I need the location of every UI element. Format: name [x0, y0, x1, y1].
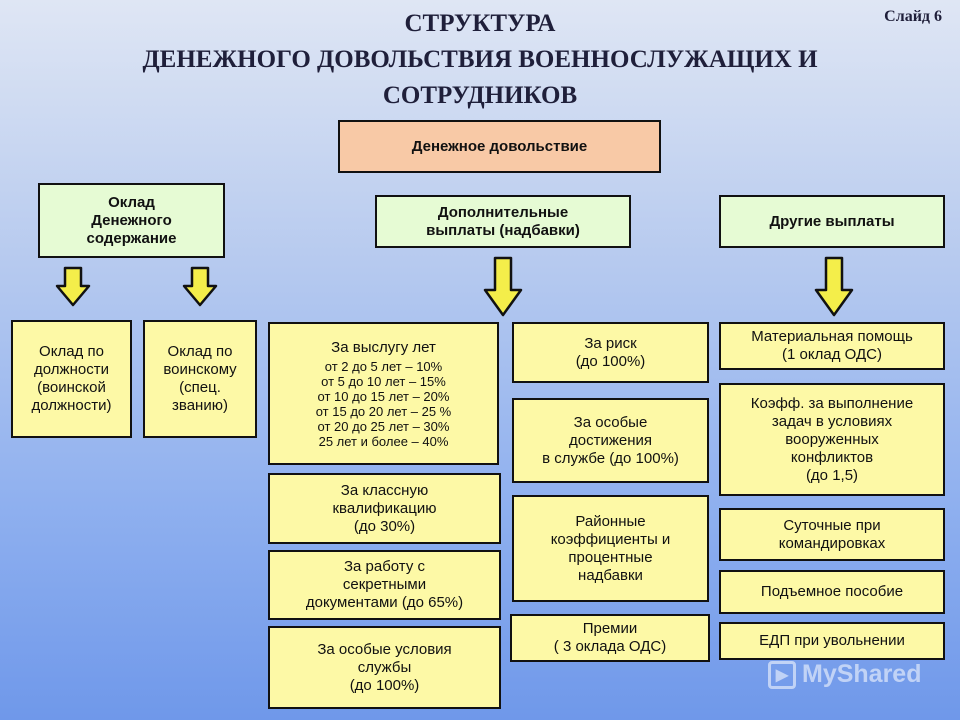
- conflict-coeff-line: Коэфф. за выполнение: [750, 394, 914, 412]
- special-conditions-line: (до 100%): [349, 676, 420, 694]
- qualification-line: За классную: [340, 481, 429, 499]
- bonus-line: Премии: [582, 620, 638, 637]
- arrow-down-icon: [55, 266, 91, 307]
- salary-item-line: званию): [172, 397, 228, 414]
- relocation-allowance-line: Подъемное пособие: [760, 583, 904, 600]
- conflict-coeff-line: задач в условиях: [771, 412, 893, 430]
- achievements-line: За особые: [573, 413, 648, 431]
- achievements-line: достижения: [568, 431, 652, 449]
- seniority-title: За выслугу лет: [331, 338, 436, 356]
- page-title: СТРУКТУРА ДЕНЕЖНОГО ДОВОЛЬСТВИЯ ВОЕННОСЛ…: [40, 6, 920, 114]
- conflict-coeff-line: (до 1,5): [805, 466, 859, 484]
- regional-line: процентные: [568, 548, 653, 566]
- special-conditions-line: За особые условия: [317, 640, 452, 658]
- seniority-tier: от 20 до 25 лет – 30%: [317, 418, 450, 434]
- category-other-label: Другие выплаты: [769, 212, 895, 230]
- risk-box: За риск (до 100%): [512, 322, 709, 383]
- category-salary-line-2: Денежного: [91, 211, 172, 229]
- risk-line: За риск: [584, 334, 637, 352]
- category-additional: Дополнительные выплаты (надбавки): [375, 195, 631, 248]
- arrow-down-icon: [483, 256, 523, 317]
- regional-line: надбавки: [578, 566, 643, 584]
- secret-docs-line: секретными: [342, 576, 427, 593]
- discharge-payment-box: ЕДП при увольнении: [719, 622, 945, 660]
- material-aid-box: Материальная помощь (1 оклад ОДС): [719, 322, 945, 370]
- secret-docs-line: документами (до 65%): [305, 594, 464, 611]
- travel-allowance-line: Суточные при: [783, 516, 881, 534]
- arrow-down-icon: [182, 266, 218, 307]
- salary-item-position: Оклад по должности (воинской должности): [11, 320, 132, 438]
- category-salary-line-1: Оклад: [108, 193, 155, 211]
- slide-number: Слайд 6: [884, 8, 942, 25]
- salary-item-line: (воинской: [37, 379, 106, 396]
- conflict-coeff-box: Коэфф. за выполнение задач в условиях во…: [719, 383, 945, 496]
- bonus-line: ( 3 оклада ОДС): [553, 638, 667, 655]
- travel-allowance-box: Суточные при командировках: [719, 508, 945, 561]
- root-box: Денежное довольствие: [338, 120, 661, 173]
- root-label: Денежное довольствие: [411, 137, 588, 155]
- material-aid-line: (1 оклад ОДС): [782, 346, 882, 363]
- achievements-box: За особые достижения в службе (до 100%): [512, 398, 709, 483]
- seniority-tier: от 10 до 15 лет – 20%: [317, 388, 450, 404]
- salary-item-line: Оклад по: [39, 343, 104, 360]
- category-additional-line-2: выплаты (надбавки): [426, 221, 580, 239]
- arrow-down-icon: [814, 256, 854, 317]
- category-additional-line-1: Дополнительные: [437, 203, 569, 221]
- conflict-coeff-line: конфликтов: [790, 448, 874, 466]
- regional-line: коэффициенты и: [550, 530, 671, 548]
- watermark-text: MyShared: [802, 660, 922, 688]
- seniority-box: За выслугу лет от 2 до 5 лет – 10% от 5 …: [268, 322, 499, 465]
- travel-allowance-line: командировках: [778, 534, 886, 552]
- salary-item-rank: Оклад по воинскому (спец. званию): [143, 320, 257, 438]
- material-aid-line: Материальная помощь: [751, 328, 913, 345]
- risk-line: (до 100%): [575, 352, 646, 370]
- seniority-tier: от 15 до 20 лет – 25 %: [315, 403, 452, 419]
- regional-box: Районные коэффициенты и процентные надба…: [512, 495, 709, 602]
- discharge-payment-line: ЕДП при увольнении: [759, 632, 905, 649]
- qualification-line: квалификацию: [332, 499, 437, 517]
- seniority-tier: 25 лет и более – 40%: [318, 433, 449, 449]
- category-salary-line-3: содержание: [86, 229, 177, 247]
- salary-item-line: должности): [31, 397, 112, 414]
- bonus-box: Премии ( 3 оклада ОДС): [510, 614, 710, 662]
- relocation-allowance-box: Подъемное пособие: [719, 570, 945, 614]
- watermark-logo-icon: ▶: [768, 660, 796, 689]
- regional-line: Районные: [575, 512, 646, 530]
- title-line-1: СТРУКТУРА: [404, 10, 556, 37]
- category-other: Другие выплаты: [719, 195, 945, 248]
- title-line-3: СОТРУДНИКОВ: [382, 82, 578, 109]
- conflict-coeff-line: вооруженных: [785, 430, 879, 448]
- salary-item-line: Оклад по: [167, 343, 233, 360]
- watermark: ▶ MyShared: [768, 660, 921, 689]
- secret-docs-box: За работу с секретными документами (до 6…: [268, 550, 501, 620]
- salary-item-line: должности: [34, 361, 109, 378]
- title-line-2: ДЕНЕЖНОГО ДОВОЛЬСТВИЯ ВОЕННОСЛУЖАЩИХ И: [142, 46, 818, 73]
- salary-item-line: (спец.: [179, 379, 221, 396]
- qualification-box: За классную квалификацию (до 30%): [268, 473, 501, 544]
- special-conditions-line: службы: [357, 658, 412, 676]
- category-salary: Оклад Денежного содержание: [38, 183, 225, 258]
- achievements-line: в службе (до 100%): [542, 449, 679, 467]
- special-conditions-box: За особые условия службы (до 100%): [268, 626, 501, 709]
- seniority-tier: от 5 до 10 лет – 15%: [321, 373, 446, 389]
- seniority-tier: от 2 до 5 лет – 10%: [324, 358, 443, 374]
- secret-docs-line: За работу с: [343, 558, 426, 575]
- salary-item-line: воинскому: [163, 361, 237, 378]
- qualification-line: (до 30%): [353, 517, 416, 535]
